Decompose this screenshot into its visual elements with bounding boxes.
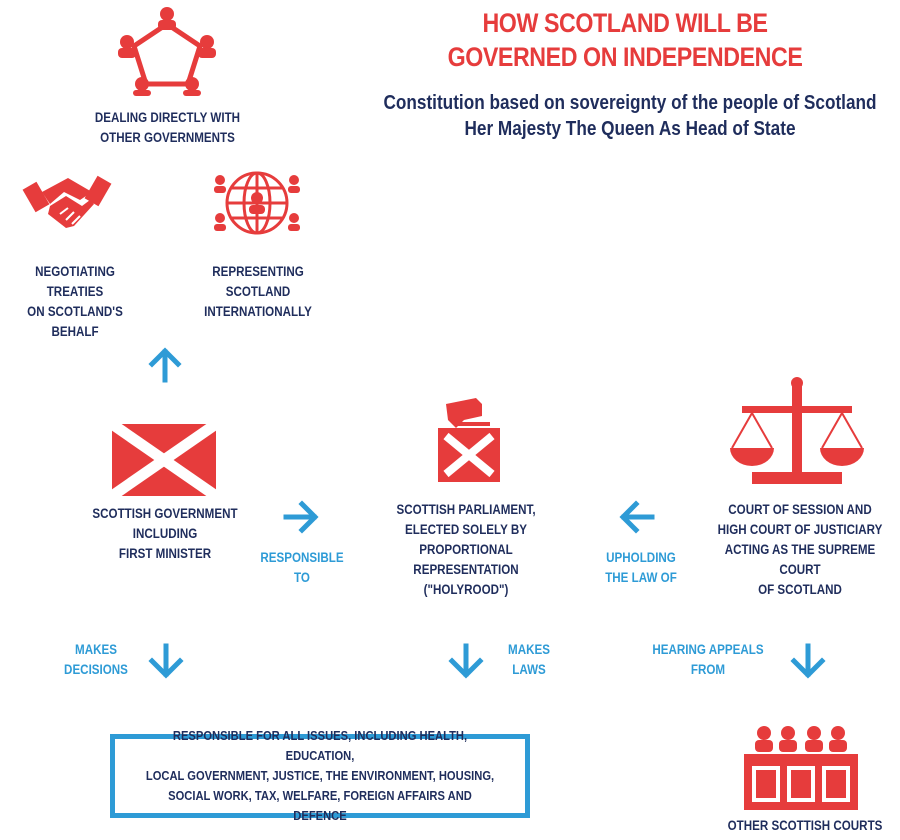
subtitle-line-1: Constitution based on sovereignty of the…	[383, 92, 877, 114]
saltire-flag-icon	[108, 419, 220, 501]
arrow-right-icon	[283, 500, 319, 534]
subtitle-line-2: Her Majesty The Queen As Head of State	[464, 118, 796, 140]
title-line-2: GOVERNED ON INDEPENDENCE	[447, 42, 803, 72]
arrow-up-icon	[148, 347, 182, 383]
people-circle-icon	[118, 7, 216, 96]
scottish-parliament-label: SCOTTISH PARLIAMENT, ELECTED SOLELY BY P…	[396, 502, 536, 597]
scales-icon	[730, 377, 864, 484]
scottish-government-label: SCOTTISH GOVERNMENT INCLUDING FIRST MINI…	[92, 506, 238, 561]
treaties-label: NEGOTIATING TREATIES ON SCOTLAND'S BEHAL…	[27, 264, 123, 339]
upholding-label: UPHOLDING THE LAW OF	[605, 550, 677, 585]
page-title: HOW SCOTLAND WILL BE GOVERNED ON INDEPEN…	[432, 6, 819, 74]
makes-laws-label: MAKES LAWS	[508, 642, 550, 677]
court-of-session-label: COURT OF SESSION AND HIGH COURT OF JUSTI…	[717, 502, 883, 597]
courtroom-icon	[744, 726, 858, 810]
responsibilities-box: RESPONSIBLE FOR ALL ISSUES, INCLUDING HE…	[110, 728, 530, 823]
dealing-label: DEALING DIRECTLY WITH OTHER GOVERNMENTS	[94, 110, 241, 145]
arrow-down-icon	[448, 643, 484, 679]
other-courts-label: OTHER SCOTTISH COURTS	[727, 818, 883, 833]
ballot-box-icon	[438, 398, 500, 482]
representing-label: REPRESENTING SCOTLAND INTERNATIONALLY	[204, 264, 312, 319]
hearing-appeals-label: HEARING APPEALS FROM	[652, 642, 764, 677]
arrow-down-icon	[790, 643, 826, 679]
globe-people-icon	[214, 171, 300, 235]
makes-decisions-label: MAKES DECISIONS	[64, 642, 128, 677]
page-subtitle: Constitution based on sovereignty of the…	[381, 90, 880, 142]
responsibilities-text: RESPONSIBLE FOR ALL ISSUES, INCLUDING HE…	[145, 728, 495, 823]
arrow-down-icon	[148, 643, 184, 679]
title-line-1: HOW SCOTLAND WILL BE	[482, 8, 768, 38]
handshake-icon	[22, 175, 112, 228]
arrow-left-icon	[619, 500, 655, 534]
responsible-to-label: RESPONSIBLE TO	[260, 550, 344, 585]
